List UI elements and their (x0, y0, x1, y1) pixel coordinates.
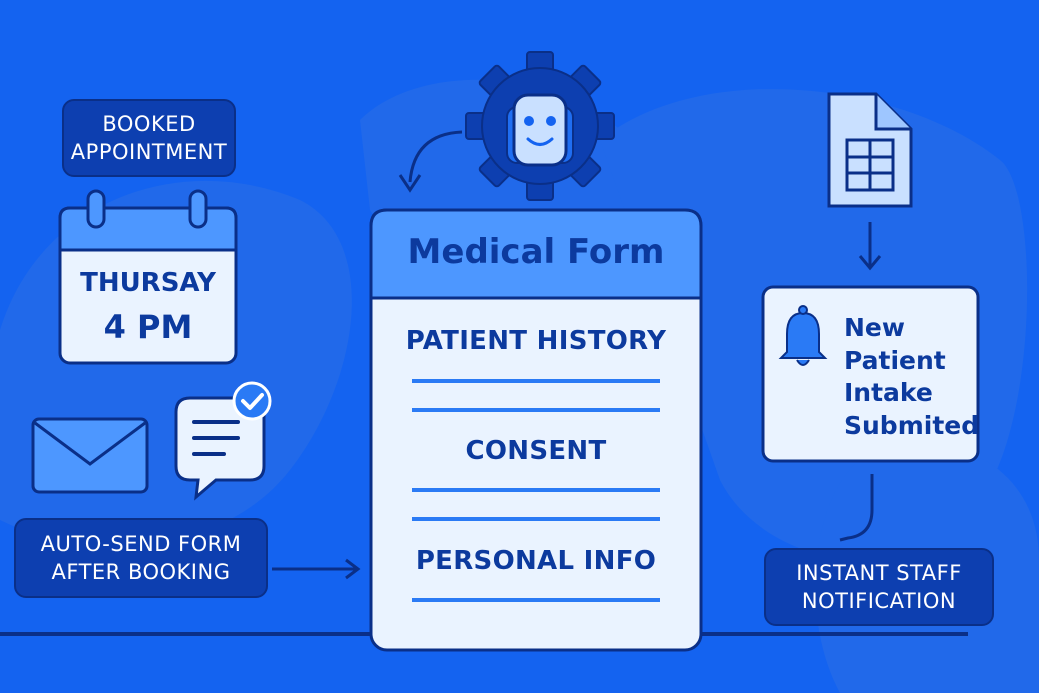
auto-send-badge: AUTO-SEND FORM AFTER BOOKING (14, 518, 268, 598)
staff-label-line: NOTIFICATION (801, 589, 957, 613)
check-badge-icon (232, 381, 272, 421)
notification-line: New (844, 313, 905, 342)
calendar-day: THURSAY (80, 268, 216, 298)
staff-notification-badge: INSTANT STAFF NOTIFICATION (764, 548, 994, 626)
notification-line: Intake (844, 378, 933, 407)
booked-appointment-badge: BOOKED APPOINTMENT (62, 99, 236, 177)
form-section-patient-history: PATIENT HISTORY (405, 326, 667, 356)
form-section-personal-info: PERSONAL INFO (415, 546, 657, 576)
notification-line: Submited (844, 410, 980, 440)
spreadsheet-file-icon (827, 92, 913, 208)
notification-message: New Patient Intake Submited (844, 312, 979, 442)
booked-label-line: BOOKED (102, 112, 196, 136)
connector-to-staff (839, 474, 874, 542)
curved-arrow-gear (398, 130, 463, 193)
auto-send-label-line: AFTER BOOKING (51, 560, 231, 584)
calendar-time: 4 PM (103, 308, 193, 346)
envelope-icon (31, 417, 149, 494)
arrow-to-notification (858, 222, 882, 271)
medical-form-card (369, 208, 703, 652)
calendar-icon (58, 189, 238, 365)
auto-send-label-line: AUTO-SEND FORM (40, 532, 242, 556)
notification-line: Patient (844, 345, 946, 375)
form-title: Medical Form (407, 232, 665, 272)
form-section-consent: CONSENT (465, 436, 607, 466)
bell-icon (778, 305, 828, 366)
robot-gear-icon (465, 51, 615, 201)
arrow-to-form (272, 558, 361, 580)
staff-label-line: INSTANT STAFF (796, 561, 962, 585)
booked-label-line: APPOINTMENT (70, 140, 228, 164)
